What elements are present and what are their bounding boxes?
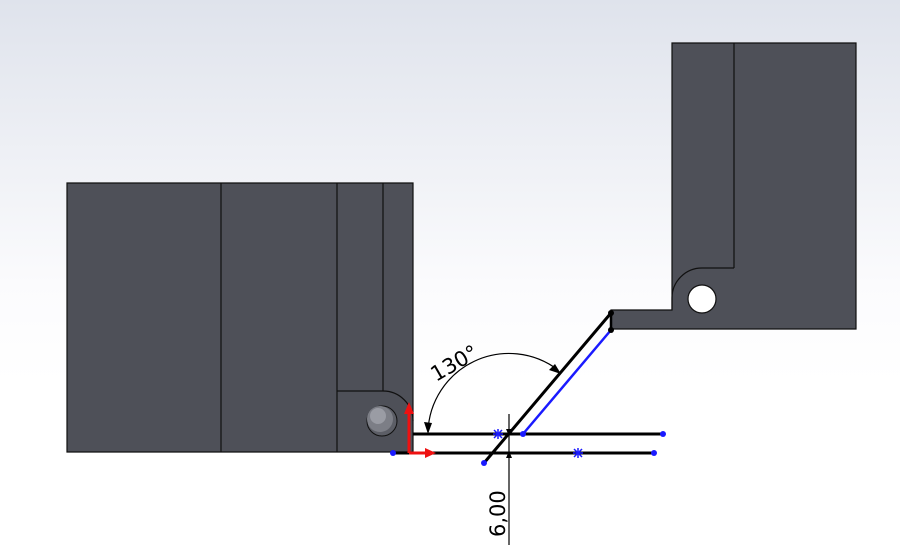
midpoint-marker-icon[interactable] [493,429,503,439]
left-part-fillet [337,390,414,422]
sketch-point[interactable] [608,327,614,333]
sketch-point[interactable] [390,450,396,456]
sketch-geometry[interactable] [390,310,666,545]
angle-arrowhead [424,422,432,434]
angle-dimension-label[interactable]: 130° [427,340,483,386]
angle-arrowhead [549,364,561,374]
sketch-point[interactable] [520,431,526,437]
midpoint-marker-icon[interactable] [573,448,583,458]
dimension-arrowhead [506,429,512,436]
angle-dimension[interactable]: 130° [424,340,561,434]
sketch-line-slanted[interactable] [482,312,613,464]
pin-hole-icon[interactable] [687,284,717,314]
pin-hole-icon[interactable] [366,405,398,437]
angle-dimension-arc [427,352,559,433]
dimension-arrowhead [506,451,512,458]
left-part[interactable] [66,182,414,453]
right-part[interactable] [610,42,857,330]
sketch-point[interactable] [660,431,666,437]
sketch-point[interactable] [481,460,487,466]
sketch-point[interactable] [608,310,614,316]
distance-dimension[interactable]: 6,00 [486,490,510,537]
left-part-body[interactable] [66,182,414,453]
sketch-line-slanted-selected[interactable] [522,329,612,435]
right-part-fillet [671,267,734,310]
origin-axes-icon[interactable] [404,402,436,458]
sketch-point[interactable] [651,450,657,456]
distance-dimension-label[interactable]: 6,00 [486,490,510,537]
